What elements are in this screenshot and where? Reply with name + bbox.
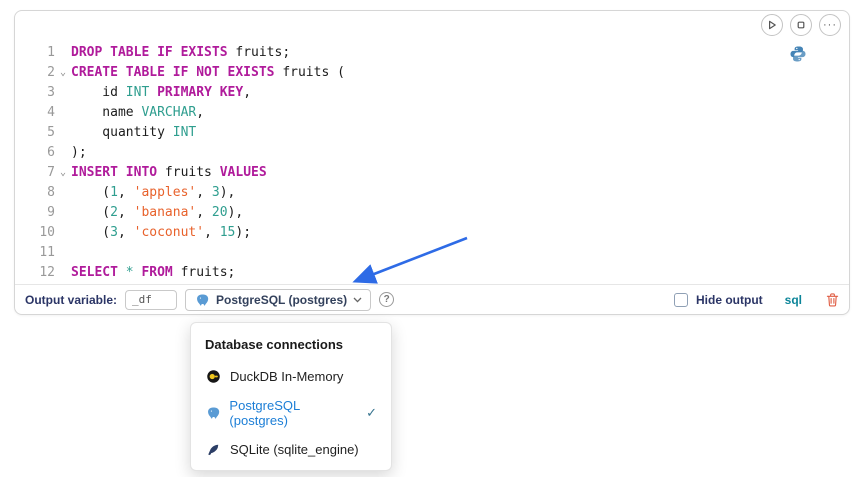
fold-gutter-spacer — [55, 43, 71, 63]
help-icon[interactable]: ? — [379, 292, 395, 307]
fold-gutter-spacer — [55, 203, 71, 223]
line-number: 4 — [47, 105, 55, 120]
dropdown-title: Database connections — [205, 337, 343, 352]
hide-output-checkbox[interactable] — [674, 292, 688, 307]
code-line: 1 DROP TABLE IF EXISTS fruits; — [25, 43, 839, 63]
code-line-text: SELECT * FROM fruits; — [71, 265, 236, 280]
play-icon — [767, 19, 777, 32]
line-number: 2 — [47, 65, 55, 80]
fold-gutter-spacer — [55, 103, 71, 123]
line-number: 6 — [47, 145, 55, 160]
stop-icon — [796, 19, 806, 32]
code-line-text: quantity INT — [71, 125, 197, 140]
line-number: 3 — [47, 85, 55, 100]
sql-cell: ··· 1 DROP TABLE IF EXISTS fruits; 2 ⌄ CREAT… — [14, 10, 850, 315]
dropdown-item-sqlite[interactable]: SQLite (sqlite_engine) — [191, 435, 391, 464]
code-line: 12 SELECT * FROM fruits; — [25, 263, 839, 283]
python-icon[interactable] — [789, 45, 807, 68]
code-line: 8 (1, 'apples', 3), — [25, 183, 839, 203]
fold-gutter-spacer — [55, 143, 71, 163]
ellipsis-icon: ··· — [823, 18, 837, 31]
output-variable-label: Output variable: — [25, 292, 118, 307]
code-line: 4 name VARCHAR, — [25, 103, 839, 123]
line-number: 10 — [39, 225, 55, 240]
line-number: 7 — [47, 165, 55, 180]
code-line: 2 ⌄ CREATE TABLE IF NOT EXISTS fruits ( — [25, 63, 839, 83]
code-line: 7 ⌄ INSERT INTO fruits VALUES — [25, 163, 839, 183]
code-line: 11 — [25, 243, 839, 263]
dropdown-item-label: DuckDB In-Memory — [230, 369, 344, 384]
code-line: 9 (2, 'banana', 20), — [25, 203, 839, 223]
more-actions-button[interactable]: ··· — [819, 14, 841, 36]
line-number: 11 — [39, 245, 55, 260]
code-line-text: (1, 'apples', 3), — [71, 185, 236, 200]
code-line-text — [71, 243, 79, 263]
sqlite-icon — [205, 443, 221, 457]
line-number: 12 — [39, 265, 55, 280]
code-line-text: (2, 'banana', 20), — [71, 205, 244, 220]
delete-cell-trash-icon[interactable] — [826, 292, 839, 307]
code-line-text: id INT PRIMARY KEY, — [71, 85, 252, 100]
code-line: 6); — [25, 143, 839, 163]
connection-selector-label: PostgreSQL (postgres) — [216, 292, 348, 307]
connection-dropdown: Database connections DuckDB In-Memory Po… — [190, 322, 392, 471]
code-line-text: name VARCHAR, — [71, 105, 205, 120]
code-line: 10 (3, 'coconut', 15); — [25, 223, 839, 243]
fold-gutter-spacer — [55, 183, 71, 203]
postgres-icon — [205, 406, 220, 420]
code-editor[interactable]: 1 DROP TABLE IF EXISTS fruits; 2 ⌄ CREATE TA… — [15, 11, 849, 291]
code-line: 3 id INT PRIMARY KEY, — [25, 83, 839, 103]
line-number: 1 — [47, 45, 55, 60]
fold-gutter-spacer — [55, 83, 71, 103]
line-number: 8 — [47, 185, 55, 200]
cell-footer: Output variable: PostgreSQL (postgres) ?… — [15, 284, 849, 314]
dropdown-item-duckdb[interactable]: DuckDB In-Memory — [191, 362, 391, 391]
check-icon: ✓ — [366, 405, 377, 420]
fold-gutter-spacer — [55, 243, 71, 263]
fold-arrow-icon[interactable]: ⌄ — [59, 167, 67, 178]
cell-action-bar: ··· — [761, 14, 841, 36]
postgres-icon — [194, 293, 210, 307]
output-variable-input[interactable] — [125, 289, 178, 310]
code-line-text: (3, 'coconut', 15); — [71, 225, 252, 240]
code-line: 5 quantity INT — [25, 123, 839, 143]
fold-gutter-spacer — [55, 223, 71, 243]
chevron-down-icon — [353, 297, 362, 303]
dropdown-item-label: PostgreSQL (postgres) — [229, 398, 300, 428]
fold-arrow-icon[interactable]: ⌄ — [59, 67, 67, 78]
dropdown-item-postgres[interactable]: PostgreSQL (postgres) ✓ — [191, 391, 391, 435]
code-line-text: ); — [71, 145, 87, 160]
code-line-text: CREATE TABLE IF NOT EXISTS fruits ( — [71, 65, 345, 80]
footer-right-group: Hide output sql — [674, 292, 839, 307]
dropdown-item-label: SQLite (sqlite_engine) — [230, 442, 359, 457]
run-cell-button[interactable] — [761, 14, 783, 36]
connection-selector[interactable]: PostgreSQL (postgres) — [185, 288, 372, 311]
line-number: 9 — [47, 205, 55, 220]
code-line-text: INSERT INTO fruits VALUES — [71, 165, 267, 180]
code-line-text: DROP TABLE IF EXISTS fruits; — [71, 45, 291, 60]
fold-gutter-spacer — [55, 123, 71, 143]
duckdb-icon — [205, 369, 221, 384]
fold-gutter-spacer — [55, 263, 71, 283]
hide-output-label[interactable]: Hide output — [696, 292, 763, 307]
line-number: 5 — [47, 125, 55, 140]
language-badge[interactable]: sql — [784, 292, 802, 307]
interrupt-cell-button[interactable] — [790, 14, 812, 36]
